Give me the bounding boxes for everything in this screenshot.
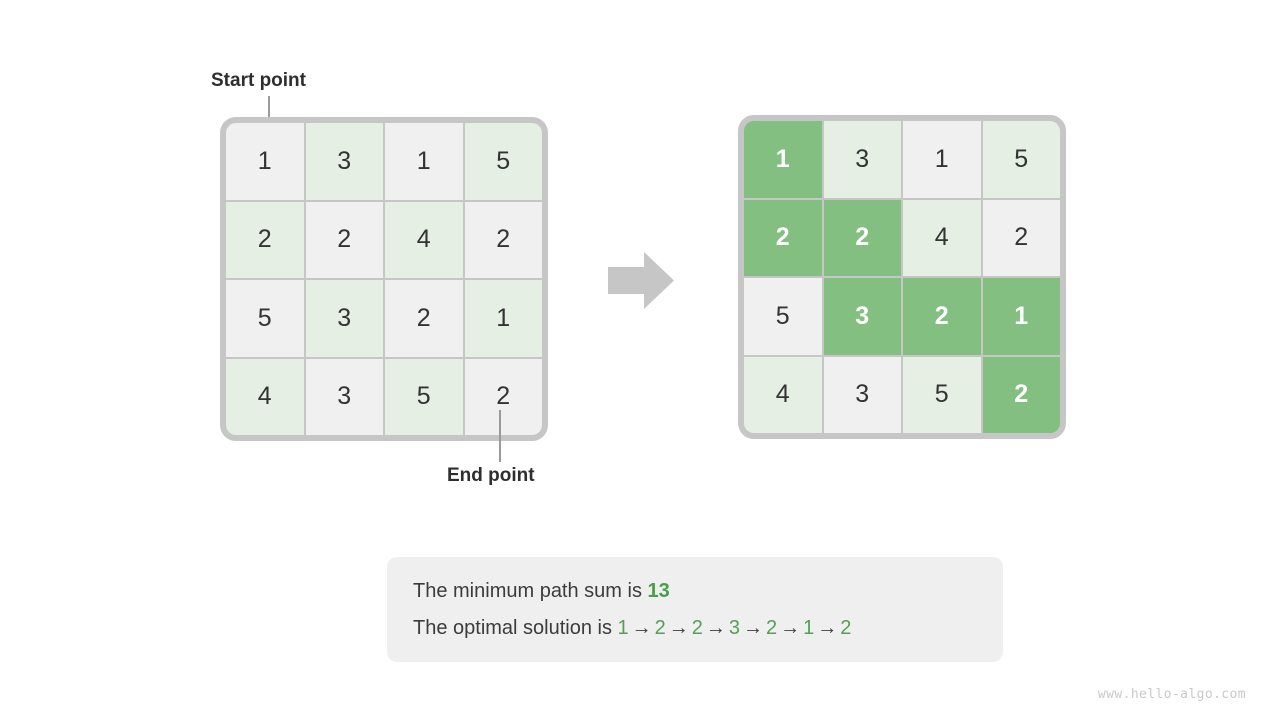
grid-cell: 3 [305,358,383,435]
end-point-label: End point [447,465,535,486]
sequence-arrow: → [668,617,689,639]
grid-cell: 1 [744,121,822,198]
min-path-sum-value: 13 [647,580,670,602]
grid-cell: 2 [464,201,542,278]
sequence-arrow: → [631,617,652,639]
grid-cell: 2 [903,278,981,355]
grid-cell: 2 [982,199,1060,276]
caption-line-min-sum: The minimum path sum is 13 [413,579,977,603]
watermark: www.hello-algo.com [1097,687,1246,702]
grid-cell: 1 [385,123,463,200]
optimal-solution-sequence: 1→2→2→3→2→1→2 [618,617,852,639]
grid-cell: 4 [226,358,304,435]
grid-cell: 4 [385,201,463,278]
sequence-value: 2 [654,617,666,639]
grid-cell: 2 [823,199,901,276]
sequence-value: 2 [840,617,852,639]
sequence-value: 3 [728,617,741,639]
caption-box: The minimum path sum is 13 The optimal s… [387,557,1003,662]
grid-cell: 3 [305,123,383,200]
grid-cell: 4 [903,199,981,276]
sequence-arrow: → [705,617,726,639]
grid-cell: 3 [823,356,901,433]
grid-cell: 1 [464,280,542,357]
grid-cell: 2 [305,201,383,278]
grid-cell: 5 [385,358,463,435]
sequence-value: 1 [617,617,629,639]
grid-cell: 2 [226,201,304,278]
grid-cell: 5 [903,356,981,433]
grid-cell: 1 [903,121,981,198]
end-point-leader-line [499,410,501,462]
sequence-arrow: → [817,617,838,639]
caption-solution-prefix: The optimal solution is [413,617,618,639]
grid-cell: 3 [823,121,901,198]
sequence-value: 2 [691,617,703,639]
grid-cell: 5 [744,278,822,355]
grid-cell: 5 [982,121,1060,198]
grid-cell: 2 [464,358,542,435]
grid-cell: 2 [744,199,822,276]
caption-min-sum-prefix: The minimum path sum is [413,580,648,602]
start-point-label: Start point [211,70,306,91]
sequence-value: 2 [766,617,778,639]
grid-cell: 5 [226,280,304,357]
caption-line-solution: The optimal solution is 1→2→2→3→2→1→2 [413,616,977,640]
grid-cell: 1 [982,278,1060,355]
grid-cell: 4 [744,356,822,433]
grid-cell: 2 [982,356,1060,433]
grid-cell: 2 [385,280,463,357]
grid-cell: 3 [305,280,383,357]
grid-cell: 1 [226,123,304,200]
sequence-arrow: → [743,617,764,639]
grid-cell: 3 [823,278,901,355]
grid-cell: 5 [464,123,542,200]
right-arrow-icon [608,252,674,309]
sequence-value: 1 [803,617,815,639]
sequence-arrow: → [780,617,801,639]
